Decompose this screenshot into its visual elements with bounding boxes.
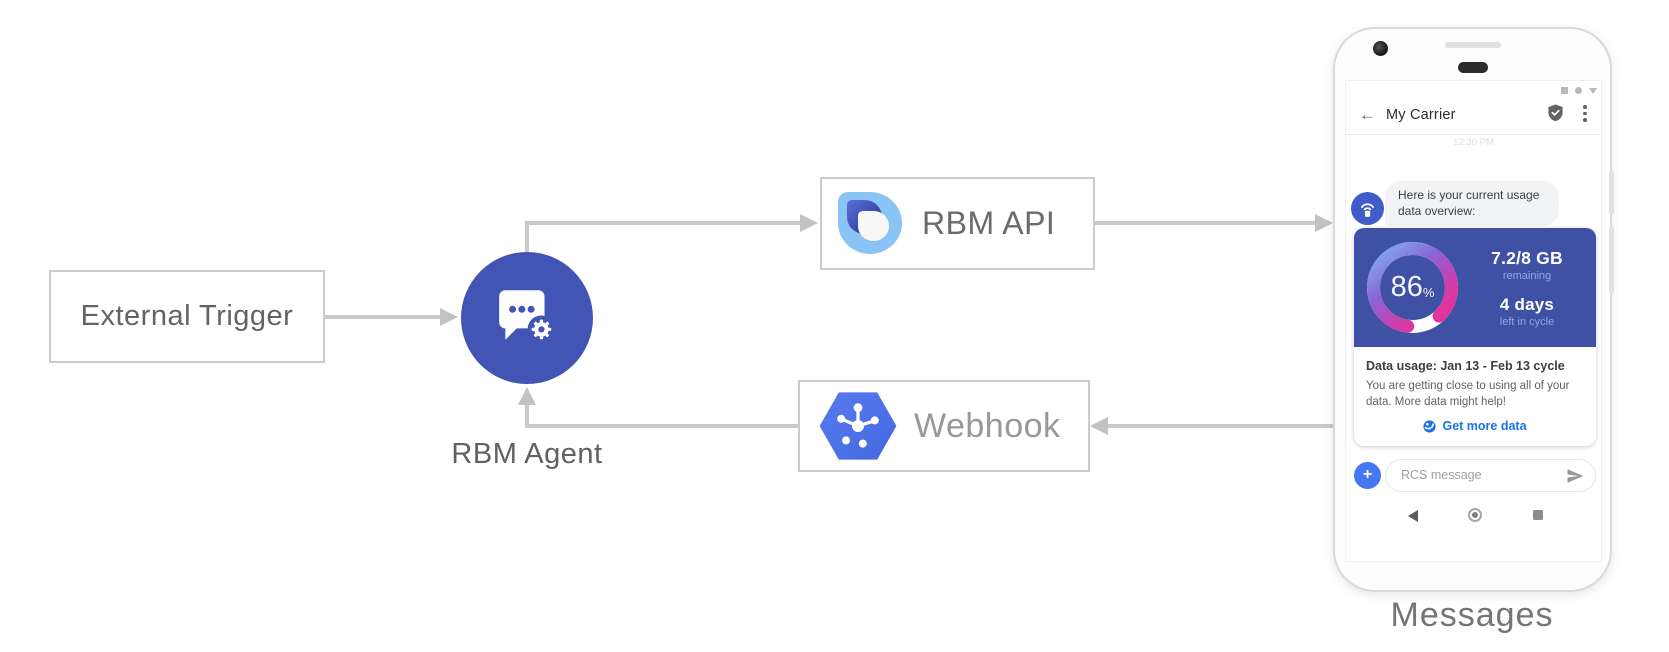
attach-plus-button[interactable]: + (1354, 462, 1381, 489)
nav-recents-icon[interactable] (1533, 510, 1543, 520)
days-left-value: 4 days (1499, 295, 1555, 314)
usage-card-text: You are getting close to using all of yo… (1366, 380, 1570, 408)
rbm-api-box: RBM API (820, 177, 1095, 270)
nav-home-icon[interactable] (1468, 508, 1482, 522)
arrow-agent-to-api-line-vertical (525, 221, 529, 253)
usage-card-body: Data usage: Jan 13 - Feb 13 cycle You ar… (1354, 347, 1596, 446)
rbm-logo-icon (838, 191, 904, 256)
agent-avatar (1351, 192, 1384, 225)
arrow-webhook-to-agent-line-horizontal (525, 424, 798, 428)
status-triangle-icon (1589, 88, 1597, 94)
data-remaining-value: 7.2/8 GB (1491, 248, 1563, 268)
usage-stats: 7.2/8 GB remaining 4 days left in cycle (1466, 228, 1588, 347)
rbm-agent-label: RBM Agent (451, 438, 603, 470)
phone-screen: ← My Carrier 12:30 PM Her (1345, 80, 1602, 562)
broadcast-antenna-icon (1360, 203, 1375, 217)
get-more-data-label: Get more data (1442, 419, 1527, 433)
speaker-slot (1444, 42, 1501, 48)
android-nav-bar (1346, 507, 1601, 525)
usage-card-title: Data usage: Jan 13 - Feb 13 cycle (1366, 359, 1565, 373)
usage-card-header: 86% 7.2/8 GB remaining 4 days left in cy… (1354, 228, 1596, 347)
usage-donut-gauge: 86% (1366, 241, 1459, 334)
phone-mockup: ← My Carrier 12:30 PM Her (1333, 27, 1614, 592)
status-bar (1346, 86, 1601, 96)
rbm-agent-node (461, 252, 593, 384)
back-arrow-icon[interactable]: ← (1359, 105, 1376, 124)
status-square-icon (1561, 87, 1568, 94)
arrow-webhook-to-agent-head (518, 387, 536, 405)
arrow-trigger-to-agent-head (440, 308, 458, 326)
globe-icon (1423, 419, 1437, 433)
verified-shield-check-icon (1547, 103, 1564, 123)
power-button (1609, 172, 1614, 214)
message-timestamp: 12:30 PM (1453, 137, 1494, 148)
send-icon[interactable] (1566, 467, 1584, 485)
rbm-api-label: RBM API (922, 205, 1056, 241)
rcs-message-input[interactable] (1401, 460, 1551, 490)
external-trigger-box: External Trigger (49, 270, 325, 363)
header-divider (1346, 134, 1601, 135)
status-dot-icon (1575, 87, 1582, 94)
overflow-menu-icon[interactable] (1583, 105, 1587, 123)
volume-button (1609, 227, 1614, 293)
arrow-webhook-to-agent-line-vertical (525, 404, 529, 428)
data-remaining-label: remaining (1502, 270, 1552, 282)
messages-caption: Messages (1390, 596, 1554, 634)
arrow-phone-to-webhook-line (1108, 424, 1333, 428)
arrow-api-to-phone-line (1095, 221, 1317, 225)
usage-rich-card: 86% 7.2/8 GB remaining 4 days left in cy… (1354, 228, 1596, 446)
external-trigger-label: External Trigger (80, 300, 294, 332)
chat-bubble-gear-icon (494, 285, 560, 352)
message-input-pill (1385, 459, 1596, 492)
get-more-data-button[interactable]: Get more data (1366, 419, 1584, 433)
arrow-phone-to-webhook-head (1090, 417, 1108, 435)
conversation-header: ← My Carrier (1346, 101, 1601, 133)
arrow-agent-to-api-line-horizontal (525, 221, 802, 225)
agent-message-bubble: Here is your current usage data overview… (1385, 181, 1559, 226)
nav-back-icon[interactable] (1408, 510, 1418, 522)
cloud-hexagon-network-icon (818, 389, 898, 463)
arrow-agent-to-api-head (800, 214, 818, 232)
webhook-label: Webhook (914, 406, 1061, 445)
usage-percent: 86% (1390, 271, 1435, 303)
earpiece (1457, 62, 1488, 73)
webhook-box: Webhook (798, 380, 1090, 472)
conversation-title: My Carrier (1386, 107, 1456, 123)
arrow-api-to-phone-head (1315, 214, 1333, 232)
arrow-trigger-to-agent-line (325, 315, 440, 319)
front-camera (1373, 41, 1388, 56)
days-left-label: left in cycle (1499, 316, 1555, 328)
